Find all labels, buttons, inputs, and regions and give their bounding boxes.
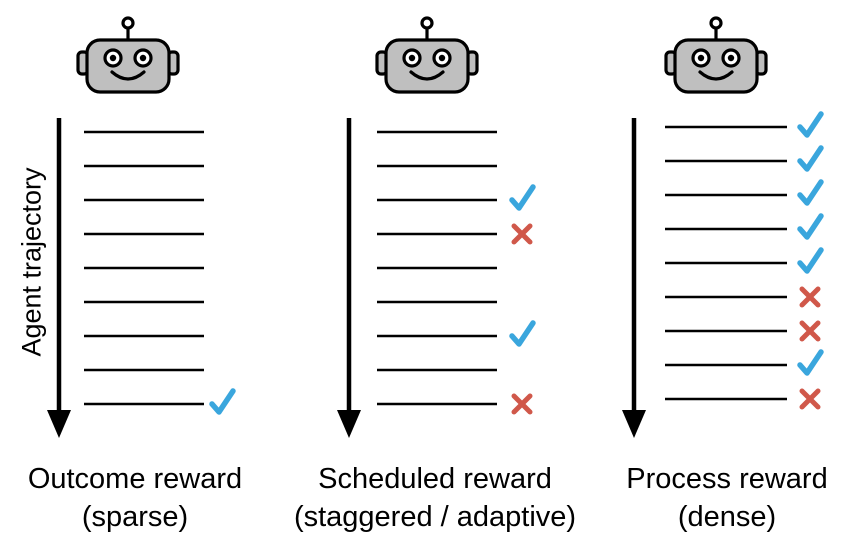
cross-stroke xyxy=(511,393,533,415)
cross-icon xyxy=(799,388,821,410)
caption-process: Process reward (dense) xyxy=(567,460,847,536)
check-icon xyxy=(209,388,236,415)
check-icon xyxy=(797,111,824,138)
check-icon xyxy=(797,247,824,274)
robot-antenna-tip xyxy=(121,16,135,30)
cross-stroke xyxy=(511,223,533,245)
robot-smile xyxy=(698,70,734,81)
check-icon xyxy=(509,320,536,347)
caption-process-subtitle: (dense) xyxy=(677,501,777,533)
robot-smile xyxy=(409,70,445,81)
cross-stroke xyxy=(799,320,821,342)
robot-antenna-tip xyxy=(709,16,723,30)
caption-scheduled-title: Scheduled reward xyxy=(318,463,552,495)
axis-label-agent-trajectory: Agent trajectory xyxy=(16,167,47,357)
robot-icon-scheduled xyxy=(375,16,479,94)
check-icon xyxy=(797,349,824,376)
trajectory-arrowhead-process xyxy=(622,410,646,438)
caption-scheduled-subtitle: (staggered / adaptive) xyxy=(293,501,577,533)
cross-icon xyxy=(511,393,533,415)
check-icon xyxy=(797,179,824,206)
robot-icon-outcome xyxy=(76,16,180,94)
robot-left-pupil xyxy=(697,54,705,62)
robot-head xyxy=(673,38,759,94)
check-icon xyxy=(797,145,824,172)
caption-outcome-title: Outcome reward xyxy=(27,463,243,495)
caption-outcome-subtitle: (sparse) xyxy=(81,501,189,533)
cross-icon xyxy=(799,286,821,308)
robot-head xyxy=(85,38,171,94)
caption-process-title: Process reward xyxy=(626,463,828,495)
trajectory-arrowhead-scheduled xyxy=(337,410,361,438)
robot-right-pupil xyxy=(438,54,446,62)
robot-head xyxy=(384,38,470,94)
robot-antenna-tip xyxy=(420,16,434,30)
cross-stroke xyxy=(799,388,821,410)
robot-left-pupil xyxy=(109,54,117,62)
robot-smile xyxy=(110,70,146,81)
robot-left-pupil xyxy=(408,54,416,62)
robot-icon-process xyxy=(664,16,768,94)
check-icon xyxy=(797,213,824,240)
trajectory-arrowhead-outcome xyxy=(47,410,71,438)
robot-right-pupil xyxy=(139,54,147,62)
caption-scheduled: Scheduled reward (staggered / adaptive) xyxy=(275,460,595,536)
caption-outcome: Outcome reward (sparse) xyxy=(0,460,295,536)
robot-right-pupil xyxy=(727,54,735,62)
check-icon xyxy=(509,184,536,211)
cross-icon xyxy=(511,223,533,245)
cross-icon xyxy=(799,320,821,342)
cross-stroke xyxy=(799,286,821,308)
